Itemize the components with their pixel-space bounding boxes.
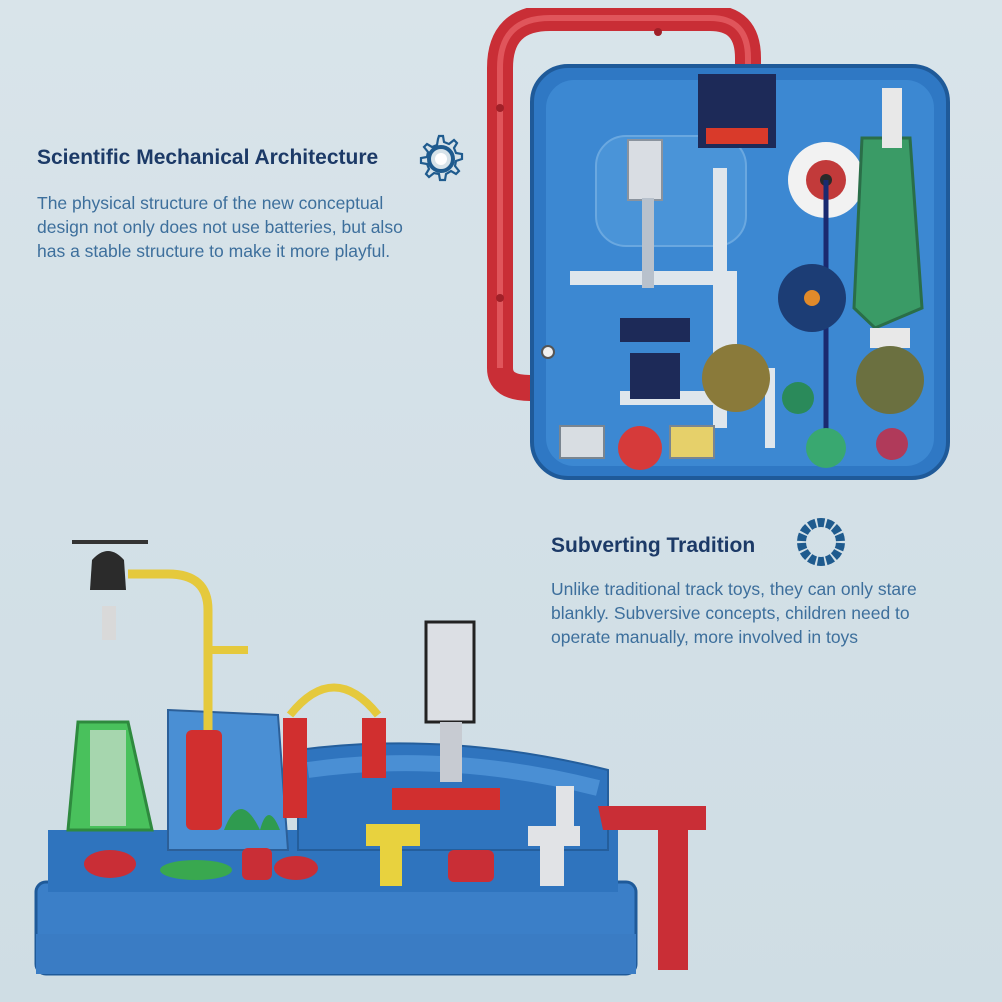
ring-segment xyxy=(799,524,812,535)
ring-segment xyxy=(816,518,826,528)
ring-segment xyxy=(830,549,843,560)
ring-segment xyxy=(825,554,836,566)
toy-top-view-illustration xyxy=(487,8,950,480)
ring-segment xyxy=(806,554,817,566)
ring-segment xyxy=(797,542,808,552)
ring-segment xyxy=(797,532,808,542)
feature-title: Subverting Tradition xyxy=(551,534,756,557)
ring-segment xyxy=(816,556,826,566)
gear-icon xyxy=(419,134,464,182)
feature-scientific-architecture: Scientific Mechanical Architecture The p… xyxy=(37,146,427,263)
feature-subverting-tradition: Subverting Tradition Unlike traditional … xyxy=(551,534,971,649)
feature-description: Unlike traditional track toys, they can … xyxy=(551,579,917,647)
ring-segment xyxy=(825,518,836,530)
ring-segment xyxy=(834,542,845,552)
ring-segment xyxy=(799,549,812,560)
feature-title: Scientific Mechanical Architecture xyxy=(37,146,379,169)
ring-segment xyxy=(834,532,845,542)
ring-segment xyxy=(830,524,843,535)
ring-segment xyxy=(806,518,817,530)
feature-description: The physical structure of the new concep… xyxy=(37,193,403,261)
segmented-ring-icon xyxy=(797,518,845,566)
toy-side-view-illustration xyxy=(34,540,706,976)
